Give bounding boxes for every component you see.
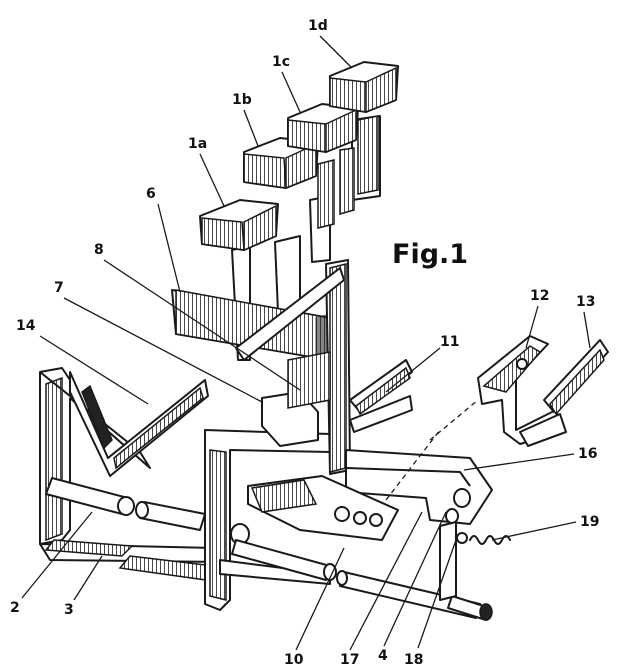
bars-3 xyxy=(44,539,216,581)
tray-17 xyxy=(247,475,399,541)
key-1b xyxy=(243,137,319,190)
label-7: 7 xyxy=(54,280,64,296)
label-1d: 1d xyxy=(308,18,328,34)
key-stack xyxy=(199,61,399,361)
label-4: 4 xyxy=(378,648,388,664)
leader-lines xyxy=(21,35,591,651)
key-1c xyxy=(287,103,359,154)
bracket-14 xyxy=(69,371,209,477)
slider-7 xyxy=(261,351,331,447)
label-2: 2 xyxy=(10,600,20,616)
part-labels: 1d 1c 1b 1a 6 8 7 14 11 12 13 16 19 2 3 … xyxy=(10,18,599,668)
label-17: 17 xyxy=(340,652,359,668)
key-1a xyxy=(199,199,279,252)
plate-11 xyxy=(349,359,413,433)
label-14: 14 xyxy=(16,318,36,334)
label-8: 8 xyxy=(94,242,104,258)
label-13: 13 xyxy=(576,294,595,310)
spring-19 xyxy=(456,532,511,545)
key-1d xyxy=(329,61,399,114)
label-3: 3 xyxy=(64,602,74,618)
label-11: 11 xyxy=(440,334,459,350)
label-6: 6 xyxy=(146,186,156,202)
label-1a: 1a xyxy=(188,136,207,152)
label-10: 10 xyxy=(284,652,304,668)
figure-title: Fig.1 xyxy=(392,239,468,270)
label-1b: 1b xyxy=(232,92,252,108)
bracket-16 xyxy=(345,449,493,525)
part-13 xyxy=(519,339,609,447)
label-1c: 1c xyxy=(272,54,290,70)
shaft-2 xyxy=(45,477,206,531)
label-18: 18 xyxy=(404,652,423,668)
label-16: 16 xyxy=(578,446,597,462)
label-12: 12 xyxy=(530,288,549,304)
label-19: 19 xyxy=(580,514,599,530)
lever-8 xyxy=(235,259,351,475)
shaft-10 xyxy=(231,539,493,621)
